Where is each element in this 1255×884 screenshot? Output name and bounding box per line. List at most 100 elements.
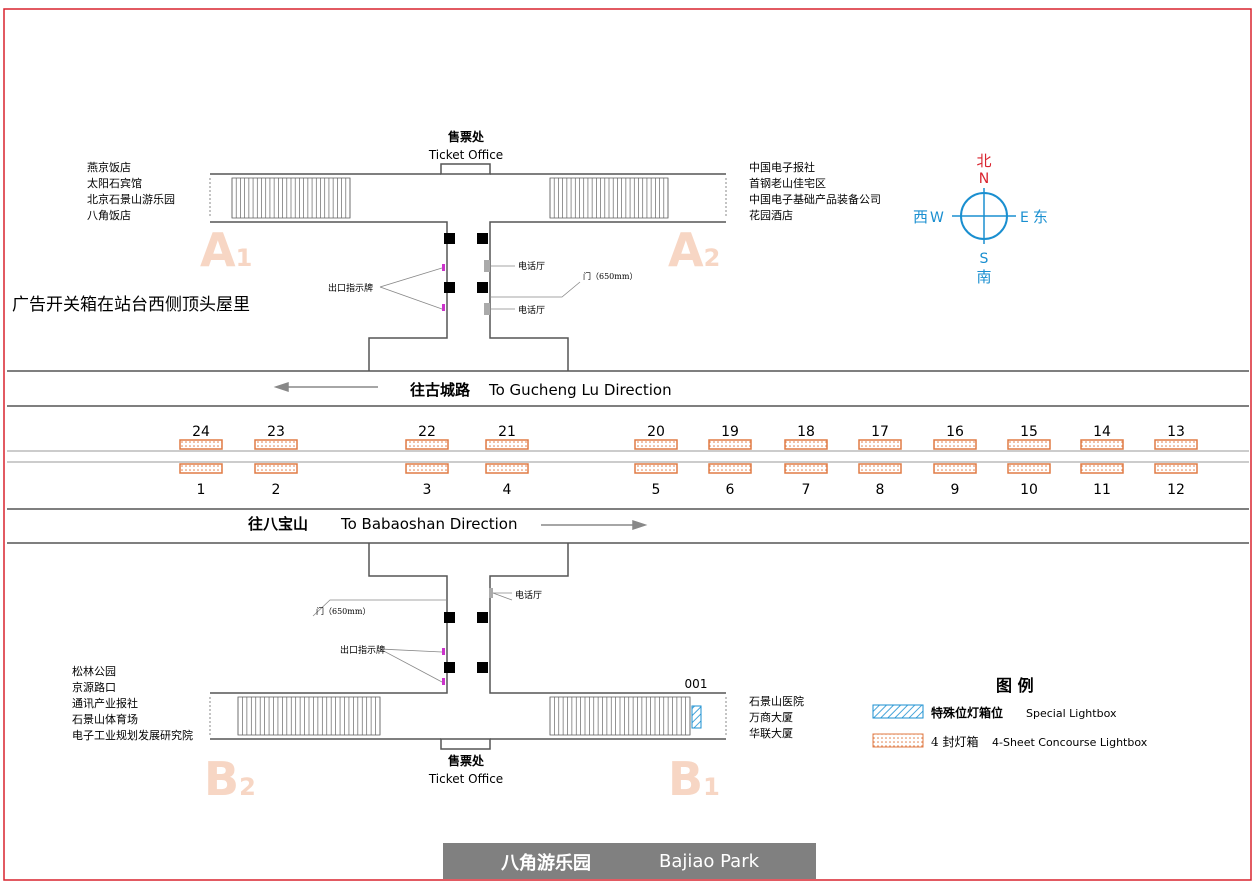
lightbox-upper [179,439,223,450]
lightbox-upper [405,439,449,450]
place-label: 首钢老山佳宅区 [749,176,826,190]
legend-special-swatch [872,704,924,719]
bottom-left-places: 松林公园 京源路口 通讯产业报社 石景山体育场 电子工业规划发展研究院 [72,664,193,742]
exit-b1-label: B1 [668,752,720,806]
place-label: 石景山医院 [749,694,804,708]
lightbox-upper [634,439,678,450]
place-label: 华联大厦 [749,726,793,740]
bottom-exit-sign-marks [442,648,445,685]
bottom-phone-booths [489,588,493,598]
bottom-leader-lines [312,592,513,683]
place-label: 中国电子基础产品装备公司 [749,192,881,206]
lightbox-lower [784,463,828,474]
lightbox-lower [179,463,223,474]
lightbox-lower-number: 4 [503,482,512,498]
lightbox-upper [254,439,298,450]
escalator-frame [231,177,351,219]
lightbox-upper [933,439,977,450]
lightbox-upper-number: 18 [797,424,815,440]
top-phone-booths [484,260,490,315]
direction-arrows [273,381,648,531]
top-exit-sign-marks [442,264,445,311]
escalator-frame [237,696,381,736]
compass-north-en: N [979,171,989,187]
escalator-a1 [209,177,351,219]
place-label: 京源路口 [72,680,116,694]
legend-special-en: Special Lightbox [1026,707,1117,720]
lightbox-upper-number: 16 [946,424,964,440]
bottom-concourse [210,543,726,750]
place-label: 中国电子报社 [749,160,815,174]
bottom-door-posts [444,612,488,673]
lightbox-lower [858,463,902,474]
lightbox-upper-number: 15 [1020,424,1038,440]
lightbox-lower-number: 11 [1093,482,1111,498]
lightbox-upper [485,439,529,450]
lightbox-lower-number: 12 [1167,482,1185,498]
place-label: 万商大厦 [749,710,793,724]
exit-a2-label: A2 [668,223,720,277]
escalator-a2 [549,177,727,219]
lightbox-lower-number: 2 [272,482,281,498]
exit-a1-label: A1 [200,223,252,277]
place-label: 北京石景山游乐园 [87,192,175,206]
lightbox-upper [1007,439,1051,450]
platform-lines [7,370,1249,544]
lightbox-upper-number: 19 [721,424,739,440]
bottom-door-label: 门（650mm） [316,606,370,616]
lightbox-lower-number: 9 [951,482,960,498]
place-label: 电子工业规划发展研究院 [72,728,193,742]
direction-bottom-cn: 往八宝山 [248,515,308,533]
bottom-right-places: 石景山医院 万商大厦 华联大厦 [749,694,804,740]
lightbox-lower [485,463,529,474]
lightbox-lower [254,463,298,474]
station-name-en: Bajiao Park [659,851,760,872]
bottom-phone-label: 电话厅 [515,589,542,601]
bottom-exit-sign-label: 出口指示牌 [340,644,385,656]
lightbox-lower [634,463,678,474]
top-phone2-label: 电话厅 [518,304,545,316]
lightbox-upper-number: 21 [498,424,516,440]
lightbox-upper-number: 24 [192,424,210,440]
lightbox-upper [1080,439,1124,450]
place-label: 燕京饭店 [87,160,131,174]
lightbox-lower [1154,463,1198,474]
direction-top-en: To Gucheng Lu Direction [488,381,672,399]
lightbox-lower-number: 8 [876,482,885,498]
lightbox-lower-number: 1 [197,482,206,498]
lightbox-upper [858,439,902,450]
escalator-b1 [549,696,727,736]
place-label: 松林公园 [72,664,116,678]
lightbox-upper [784,439,828,450]
escalator-b2 [209,696,381,736]
top-right-places: 中国电子报社 首钢老山佳宅区 中国电子基础产品装备公司 花园酒店 [749,160,881,222]
legend-title: 图 例 [996,676,1034,695]
ticket-office-top-cn: 售票处 [448,129,485,144]
place-label: 八角饭店 [87,208,131,222]
lightbox-lower [405,463,449,474]
place-label: 太阳石宾馆 [87,176,142,190]
top-door-label: 门（650mm） [583,271,637,281]
lightbox-lower-number: 3 [423,482,432,498]
ad-switch-note: 广告开关箱在站台西侧顶头屋里 [12,295,250,315]
lightbox-upper [1154,439,1198,450]
compass-south-en: S [980,251,989,267]
top-phone1-label: 电话厅 [518,260,545,272]
compass-south-cn: 南 [976,268,991,286]
lightbox-upper-number: 13 [1167,424,1185,440]
top-exit-sign-label: 出口指示牌 [328,282,373,294]
lightbox-upper [708,439,752,450]
special-lightbox-001 [691,705,702,729]
place-label: 通讯产业报社 [72,696,138,710]
ticket-office-bottom-en: Ticket Office [428,772,503,786]
legend: 图 例 特殊位灯箱位 Special Lightbox 4 封灯箱 4-Shee… [872,676,1148,749]
lightbox-lower [933,463,977,474]
exit-b2-label: B2 [204,752,256,806]
direction-top-cn: 往古城路 [410,381,471,399]
